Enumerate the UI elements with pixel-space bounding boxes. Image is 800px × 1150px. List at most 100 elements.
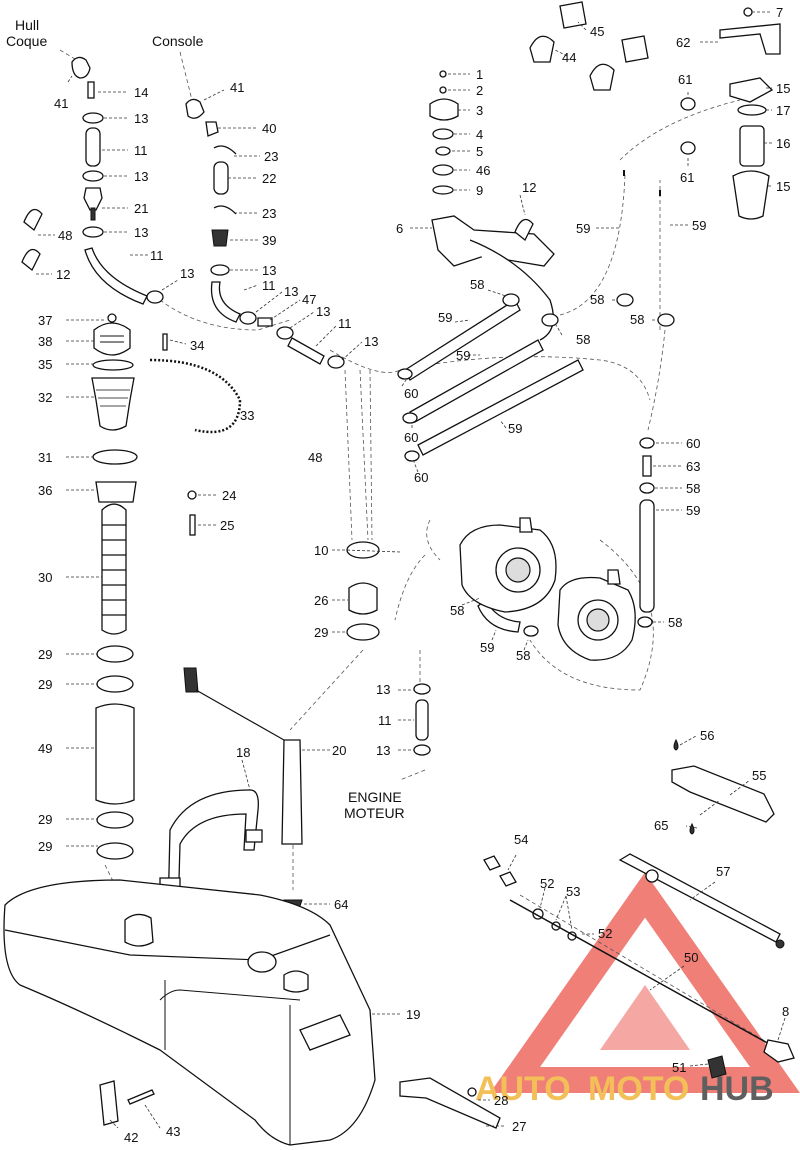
filter-16 [739,125,765,167]
o-ring-9 [432,185,454,195]
pad-45 [559,1,587,29]
note-coque: Coque [6,33,47,49]
callout: 9 [476,183,483,198]
callout: 58 [516,648,530,663]
linkage-rod-55 [671,765,775,823]
screw-34 [162,333,168,351]
callout: 59 [692,218,706,233]
callout: 58 [576,332,590,347]
sender-port [283,970,309,993]
callout: 6 [396,221,403,236]
fitting-63 [642,455,652,477]
clamp-23 [213,205,237,215]
filter-head-15 [729,77,774,103]
callout: 29 [38,812,52,827]
rivet-43 [127,1089,155,1105]
clamp-58 [657,313,675,327]
callout: 59 [508,421,522,436]
callout: 58 [590,292,604,307]
fuel-filter-assembly [529,1,781,220]
callout: 58 [450,603,464,618]
callout: 41 [230,80,244,95]
strap-44 [529,35,555,63]
callout: 60 [404,386,418,401]
fuel-tank-19 [3,879,376,1146]
callout: 35 [38,357,52,372]
callout: 41 [54,96,68,111]
seal-46 [432,164,454,176]
callout: 59 [438,310,452,325]
callout: 13 [284,284,298,299]
callout: 13 [364,334,378,349]
callout: 23 [262,206,276,221]
callout: 63 [686,459,700,474]
callout: 2 [476,83,483,98]
hose-11 [85,127,101,167]
callout: 13 [376,743,390,758]
tee-47 [257,317,273,327]
callout: 36 [38,483,52,498]
callout: 57 [716,864,730,879]
bushing-54 [483,855,501,871]
tank-dome [247,951,277,973]
callout: 58 [470,277,484,292]
callout: 18 [236,745,250,760]
valve-39 [211,229,229,247]
callout: 33 [240,408,254,423]
callout: 40 [262,121,276,136]
callout: 23 [264,149,278,164]
callout: 55 [752,768,766,783]
callout: 58 [630,312,644,327]
callout: 54 [514,832,528,847]
callout: 53 [566,884,580,899]
clamp-29 [96,842,134,860]
clamp-13 [327,355,345,369]
callout: 24 [222,488,236,503]
knob-3 [429,98,459,121]
hose-59 [409,339,544,423]
callout: 39 [262,233,276,248]
flexible-neck-30 [101,503,127,635]
clamp-23 [213,145,237,155]
callout: 43 [166,1124,180,1139]
hose-routing-lines [59,49,781,1051]
bushing-54 [499,871,517,887]
callout: 59 [576,221,590,236]
clamp-58 [637,616,653,628]
callout: 25 [220,518,234,533]
screw-28 [467,1087,477,1097]
callout: 15 [776,179,790,194]
callout: 30 [38,570,52,585]
hose-11 [287,337,325,365]
callout: 19 [406,1007,420,1022]
clamp-58 [639,482,655,494]
fuel-sender-20 [281,739,303,845]
chain-33 [149,358,242,434]
callout: 13 [134,169,148,184]
callout: 11 [150,248,164,263]
callout: 20 [332,743,346,758]
leader-lines [36,11,786,1129]
clamp-13 [239,311,257,325]
clamp-60 [404,450,420,462]
callout: 13 [134,111,148,126]
callout: 60 [414,470,428,485]
callout: 7 [776,5,783,20]
callout: 26 [314,593,328,608]
console-fitting-41 [185,98,205,119]
hull-fitting-41 [71,56,91,79]
check-valve-21 [83,187,103,211]
callout: 14 [134,85,148,100]
callout: 31 [38,450,52,465]
callout: 45 [590,24,604,39]
lubricant-56 [673,738,679,751]
clip-51 [707,1055,727,1079]
tank-pad [299,1014,351,1051]
callout: 5 [476,144,483,159]
note-engine: ENGINE [348,789,402,805]
clamp-29 [96,811,134,829]
callout: 3 [476,103,483,118]
callout: 49 [38,741,52,756]
bottom-small-parts [99,1077,501,1129]
gasket-31 [92,449,138,465]
